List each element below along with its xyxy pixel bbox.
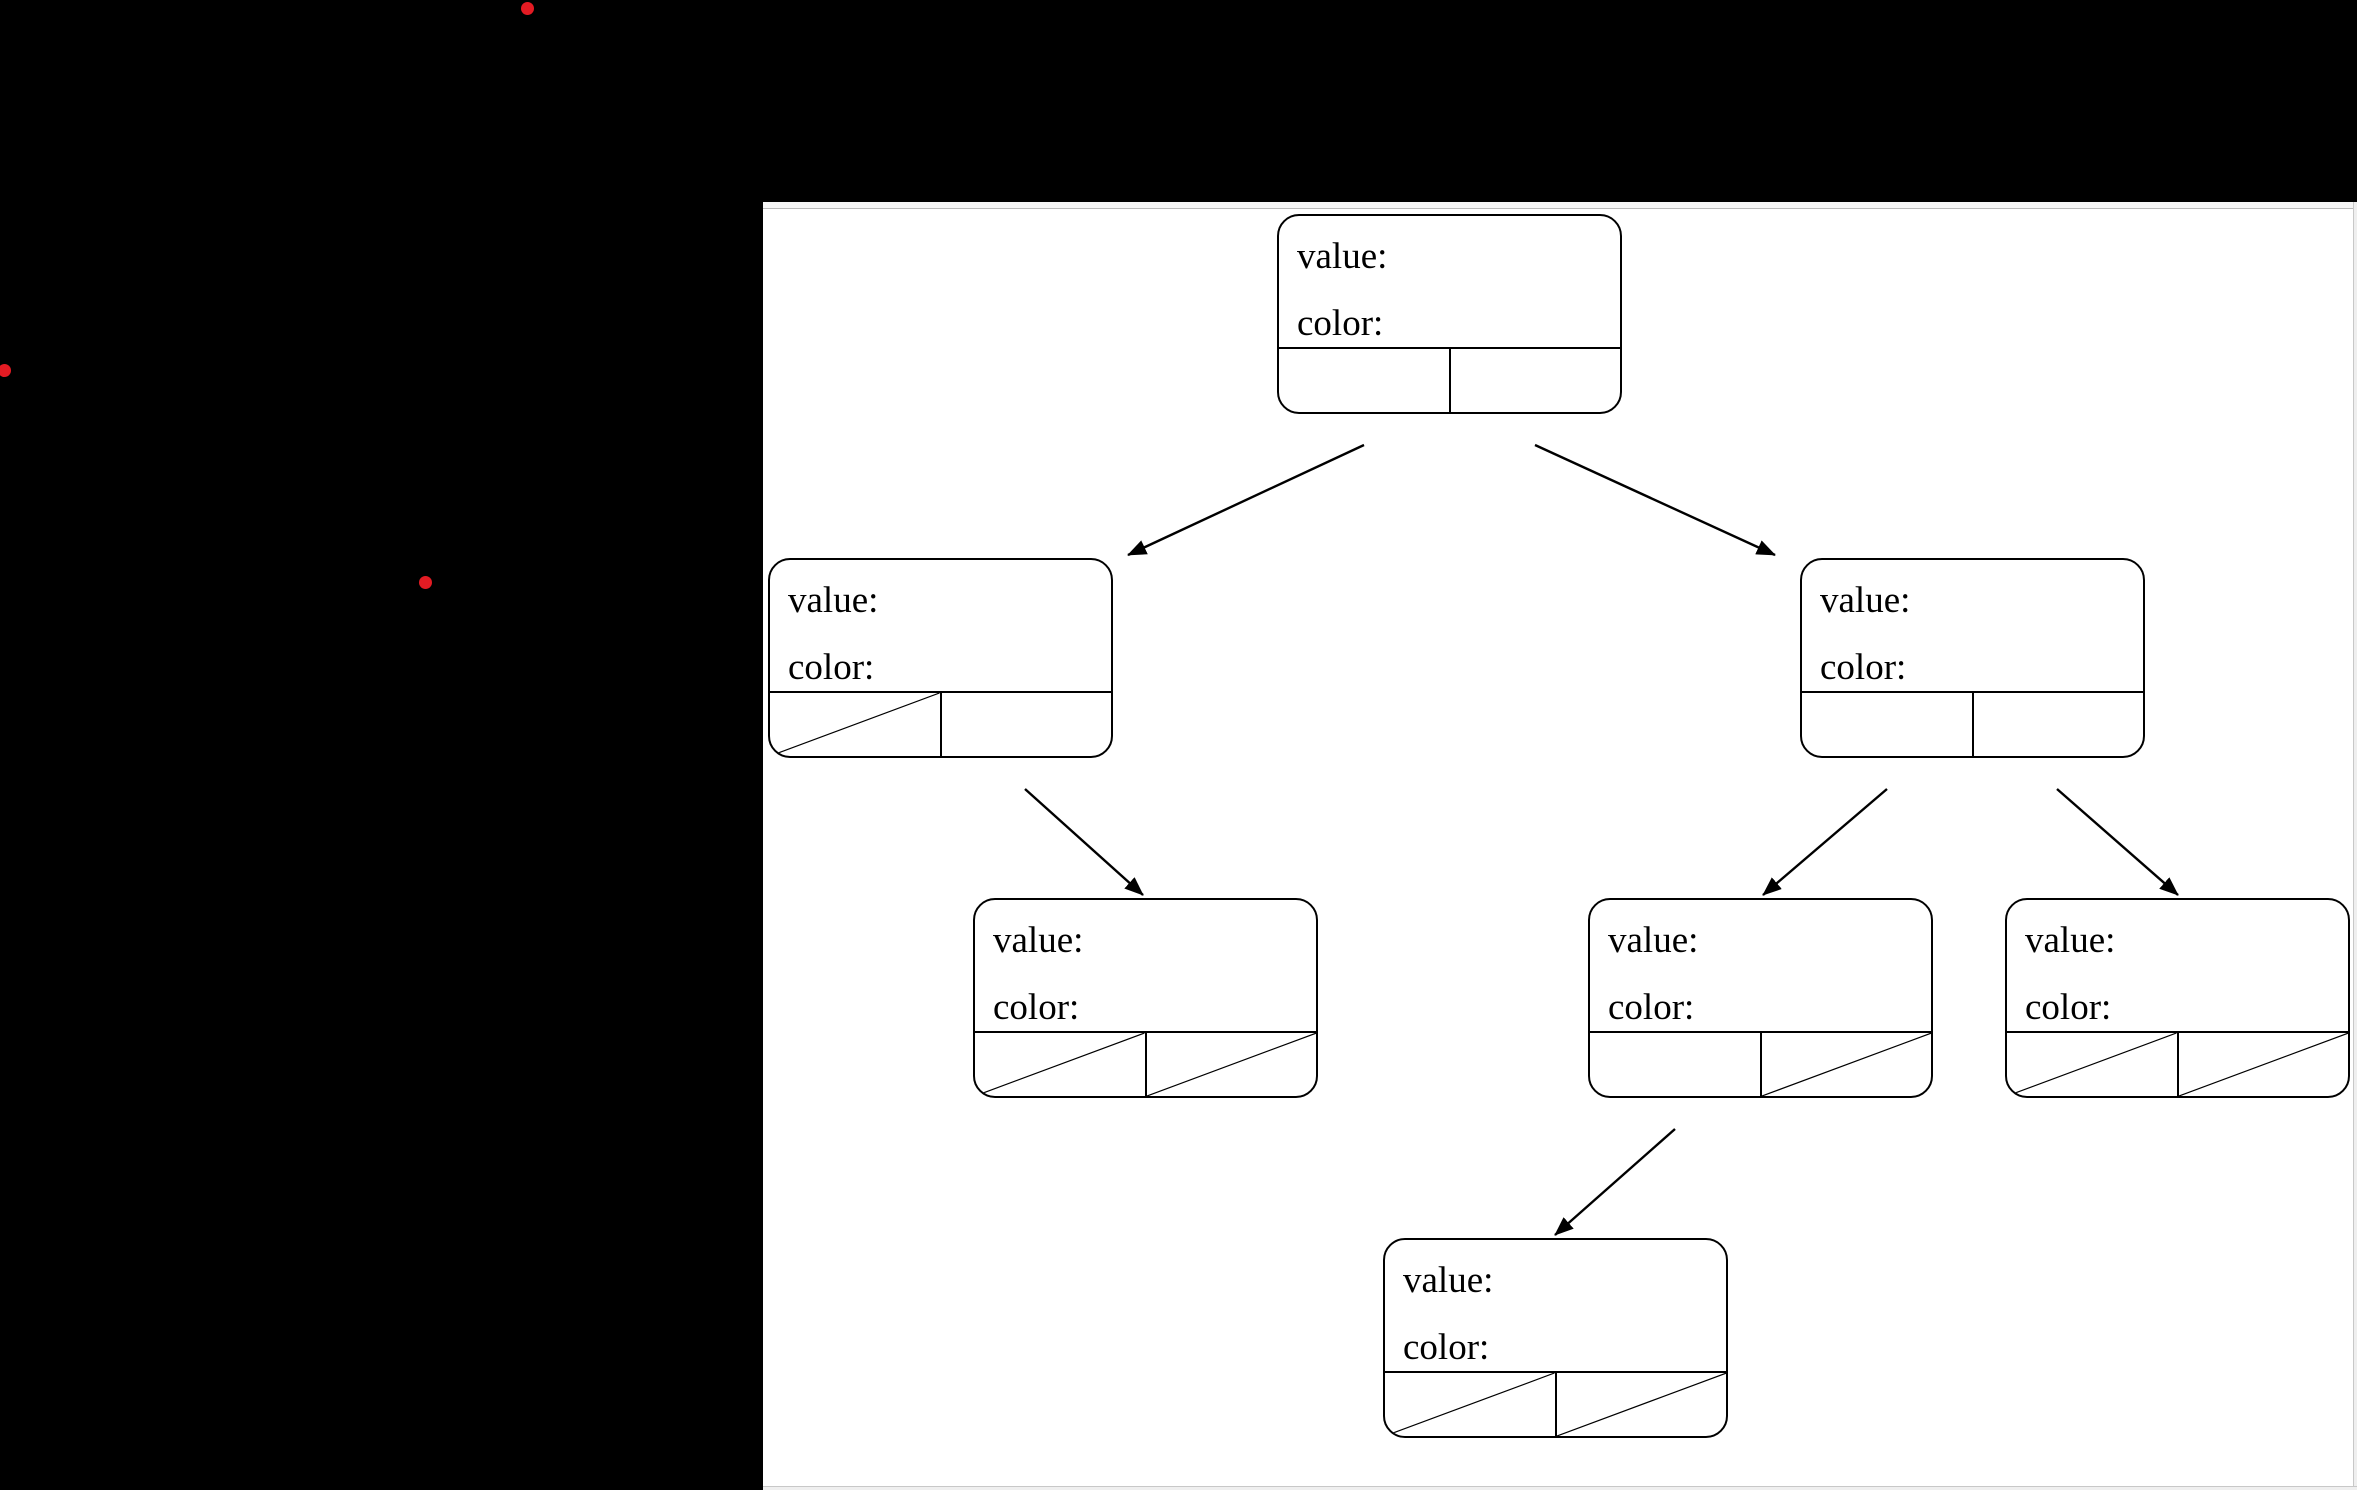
node-color-label: color:: [1297, 303, 1384, 344]
node-pointer-row: [770, 691, 1111, 756]
node-pointer-row: [1385, 1371, 1726, 1436]
node-value-label: value:: [1608, 920, 1699, 961]
node-pointer-right[interactable]: [1144, 1033, 1317, 1096]
marker-dot-top: [521, 2, 534, 15]
node-fields: value: color:: [2007, 900, 2348, 1037]
node-fields: value: color:: [1590, 900, 1931, 1037]
null-pointer-slash-icon: [1385, 1373, 1555, 1436]
diagram-canvas-window[interactable]: value: color: value: color: value: color…: [763, 202, 2357, 1490]
node-fields: value: color:: [1279, 216, 1620, 353]
tree-node-root[interactable]: value: color:: [1277, 214, 1622, 414]
node-color-label: color:: [1403, 1327, 1490, 1368]
null-pointer-slash-icon: [1147, 1033, 1317, 1096]
null-pointer-slash-icon: [2179, 1033, 2349, 1096]
node-value-label: value:: [788, 580, 879, 621]
node-pointer-row: [1802, 691, 2143, 756]
node-pointer-right[interactable]: [2176, 1033, 2349, 1096]
node-value-label: value:: [1297, 236, 1388, 277]
node-pointer-left[interactable]: [975, 1033, 1145, 1096]
node-pointer-left[interactable]: [2007, 1033, 2177, 1096]
canvas-right-edge[interactable]: [2353, 202, 2357, 1490]
tree-node-right-right[interactable]: value: color:: [2005, 898, 2350, 1098]
node-pointer-left[interactable]: [1385, 1373, 1555, 1436]
node-fields: value: color:: [975, 900, 1316, 1037]
null-pointer-slash-icon: [1557, 1373, 1727, 1436]
edge-right-left: [1762, 788, 1888, 896]
tree-node-left-right[interactable]: value: color:: [973, 898, 1318, 1098]
node-pointer-left[interactable]: [1590, 1033, 1760, 1096]
canvas-bottom-edge[interactable]: [763, 1486, 2357, 1490]
node-pointer-right[interactable]: [939, 693, 1112, 756]
node-pointer-right[interactable]: [1971, 693, 2144, 756]
tree-node-right[interactable]: value: color:: [1800, 558, 2145, 758]
node-pointer-left[interactable]: [1802, 693, 1972, 756]
node-pointer-right[interactable]: [1554, 1373, 1727, 1436]
tree-node-deep[interactable]: value: color:: [1383, 1238, 1728, 1438]
node-color-label: color:: [1820, 647, 1907, 688]
node-pointer-right[interactable]: [1448, 349, 1621, 412]
edge-left-right: [1024, 788, 1144, 896]
edge-right-right: [2056, 788, 2179, 896]
edge-root-left: [1127, 443, 1365, 557]
node-color-label: color:: [2025, 987, 2112, 1028]
node-fields: value: color:: [1385, 1240, 1726, 1377]
tree-node-left[interactable]: value: color:: [768, 558, 1113, 758]
edge-right-left-deep: [1554, 1128, 1676, 1236]
node-value-label: value:: [2025, 920, 2116, 961]
null-pointer-slash-icon: [770, 693, 940, 756]
node-pointer-right[interactable]: [1759, 1033, 1932, 1096]
node-color-label: color:: [788, 647, 875, 688]
marker-dot-middle: [419, 576, 432, 589]
node-value-label: value:: [993, 920, 1084, 961]
node-value-label: value:: [1403, 1260, 1494, 1301]
node-pointer-row: [2007, 1031, 2348, 1096]
node-pointer-left[interactable]: [1279, 349, 1449, 412]
tree-node-right-left[interactable]: value: color:: [1588, 898, 1933, 1098]
node-pointer-row: [1590, 1031, 1931, 1096]
node-pointer-row: [975, 1031, 1316, 1096]
node-pointer-row: [1279, 347, 1620, 412]
null-pointer-slash-icon: [1762, 1033, 1932, 1096]
node-pointer-left[interactable]: [770, 693, 940, 756]
marker-dot-left: [0, 364, 11, 377]
node-color-label: color:: [993, 987, 1080, 1028]
null-pointer-slash-icon: [2007, 1033, 2177, 1096]
node-fields: value: color:: [1802, 560, 2143, 697]
null-pointer-slash-icon: [975, 1033, 1145, 1096]
node-color-label: color:: [1608, 987, 1695, 1028]
node-fields: value: color:: [770, 560, 1111, 697]
node-value-label: value:: [1820, 580, 1911, 621]
edge-root-right: [1534, 443, 1776, 557]
canvas-top-edge: [763, 202, 2357, 209]
